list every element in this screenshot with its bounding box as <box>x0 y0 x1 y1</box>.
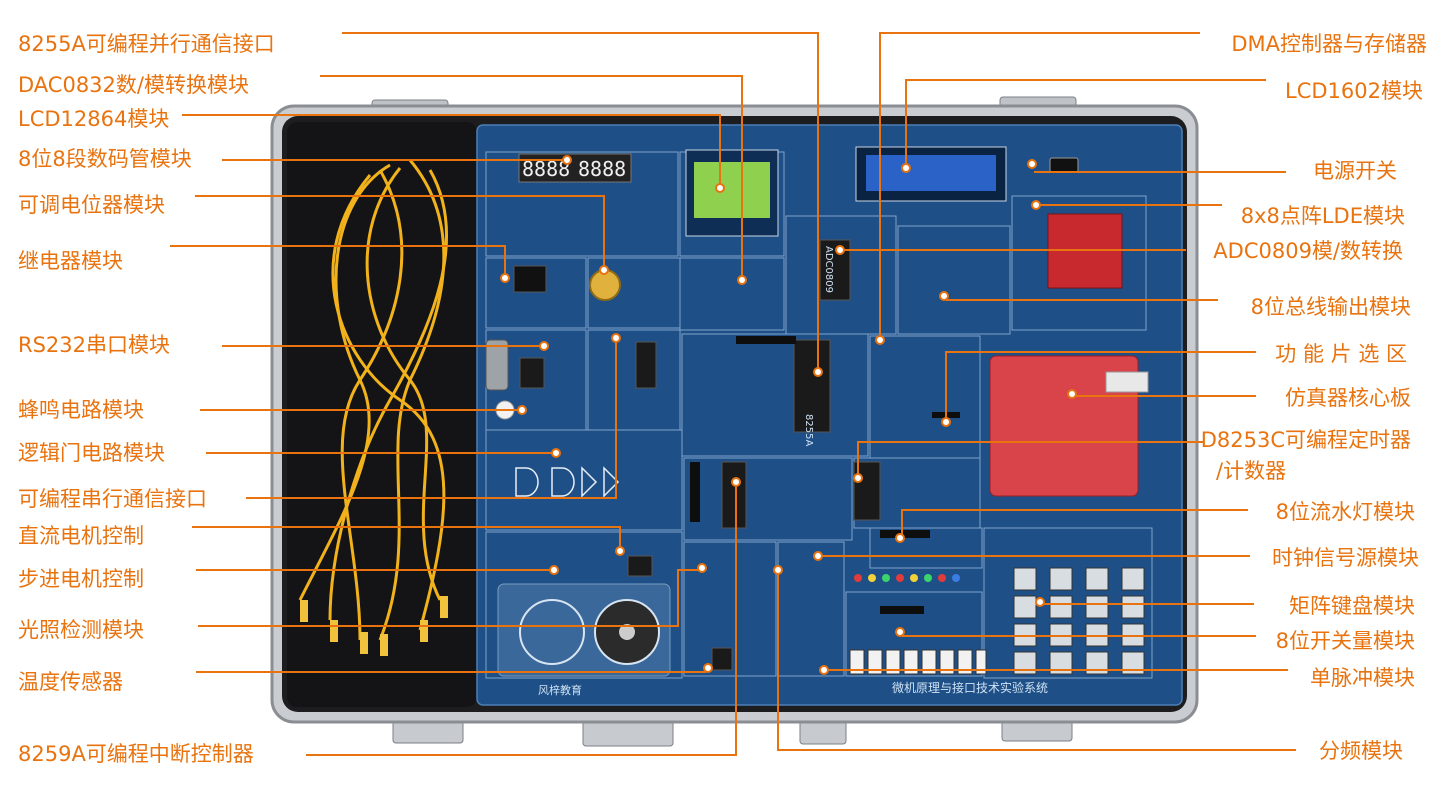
board-brand: 风梓教育 <box>538 683 582 697</box>
label-8255a: 8255A可编程并行通信接口 <box>18 32 275 56</box>
wire-bundle <box>298 159 449 641</box>
label-relay: 继电器模块 <box>18 249 123 273</box>
label-dma: DMA控制器与存储器 <box>1231 32 1427 56</box>
label-d8253-line2: /计数器 <box>1216 459 1287 483</box>
label-logic-gates: 逻辑门电路模块 <box>18 441 165 465</box>
rs232-connector <box>485 339 509 391</box>
label-stepper: 步进电机控制 <box>18 567 144 591</box>
label-seven-seg: 8位8段数码管模块 <box>18 147 192 171</box>
svg-text:8888: 8888 <box>578 157 626 181</box>
emulator-usb <box>1105 371 1149 393</box>
label-lcd1602: LCD1602模块 <box>1285 79 1423 103</box>
label-adc0809: ADC0809模/数转换 <box>1213 239 1403 263</box>
label-8259a: 8259A可编程中断控制器 <box>18 742 254 766</box>
seven-seg-display <box>518 153 632 183</box>
label-bus-output: 8位总线输出模块 <box>1250 295 1411 319</box>
key-matrix <box>1013 567 1145 675</box>
stepper-motor <box>519 599 585 665</box>
label-buzzer: 蜂鸣电路模块 <box>18 398 144 422</box>
lcd12864-screen <box>694 162 770 218</box>
chip-8255-label: 8255A <box>803 414 814 446</box>
label-serial: 可编程串行通信接口 <box>18 487 207 511</box>
label-clock-source: 时钟信号源模块 <box>1272 546 1419 570</box>
label-dc-motor: 直流电机控制 <box>18 524 144 548</box>
label-lcd12864: LCD12864模块 <box>18 107 170 131</box>
label-d8253-line1: D8253C可编程定时器 <box>1200 428 1411 452</box>
label-single-pulse: 单脉冲模块 <box>1310 666 1415 690</box>
label-dot-matrix: 8x8点阵LDE模块 <box>1240 204 1405 228</box>
label-chip-select: 功 能 片 选 区 <box>1275 342 1407 366</box>
label-dac0832: DAC0832数/模转换模块 <box>18 73 249 97</box>
label-switches: 8位开关量模块 <box>1275 629 1415 653</box>
right-leaders <box>773 32 1296 751</box>
lcd1602-screen <box>866 155 996 191</box>
power-switch <box>1049 157 1079 173</box>
toggle-switches <box>849 649 987 675</box>
logic-gates <box>515 466 620 498</box>
wire-plugs <box>300 596 448 656</box>
label-rs232: RS232串口模块 <box>18 333 171 357</box>
label-potentiometer: 可调电位器模块 <box>18 193 165 217</box>
module-outlines <box>485 151 1153 679</box>
label-keypad: 矩阵键盘模块 <box>1289 594 1415 618</box>
label-light-sensor: 光照检测模块 <box>18 618 144 642</box>
label-emulator: 仿真器核心板 <box>1285 386 1411 410</box>
chip-adc-label: ADC0809 <box>823 246 834 293</box>
relay-block <box>513 265 547 293</box>
label-divider: 分频模块 <box>1319 739 1403 763</box>
left-leaders <box>170 32 823 756</box>
label-temperature: 温度传感器 <box>18 670 123 694</box>
label-flow-lights: 8位流水灯模块 <box>1275 500 1415 524</box>
flow-leds <box>854 574 960 582</box>
label-power-switch: 电源开关 <box>1313 159 1397 183</box>
board-system-title: 微机原理与接口技术实验系统 <box>892 680 1048 695</box>
emulator-board <box>989 355 1139 497</box>
